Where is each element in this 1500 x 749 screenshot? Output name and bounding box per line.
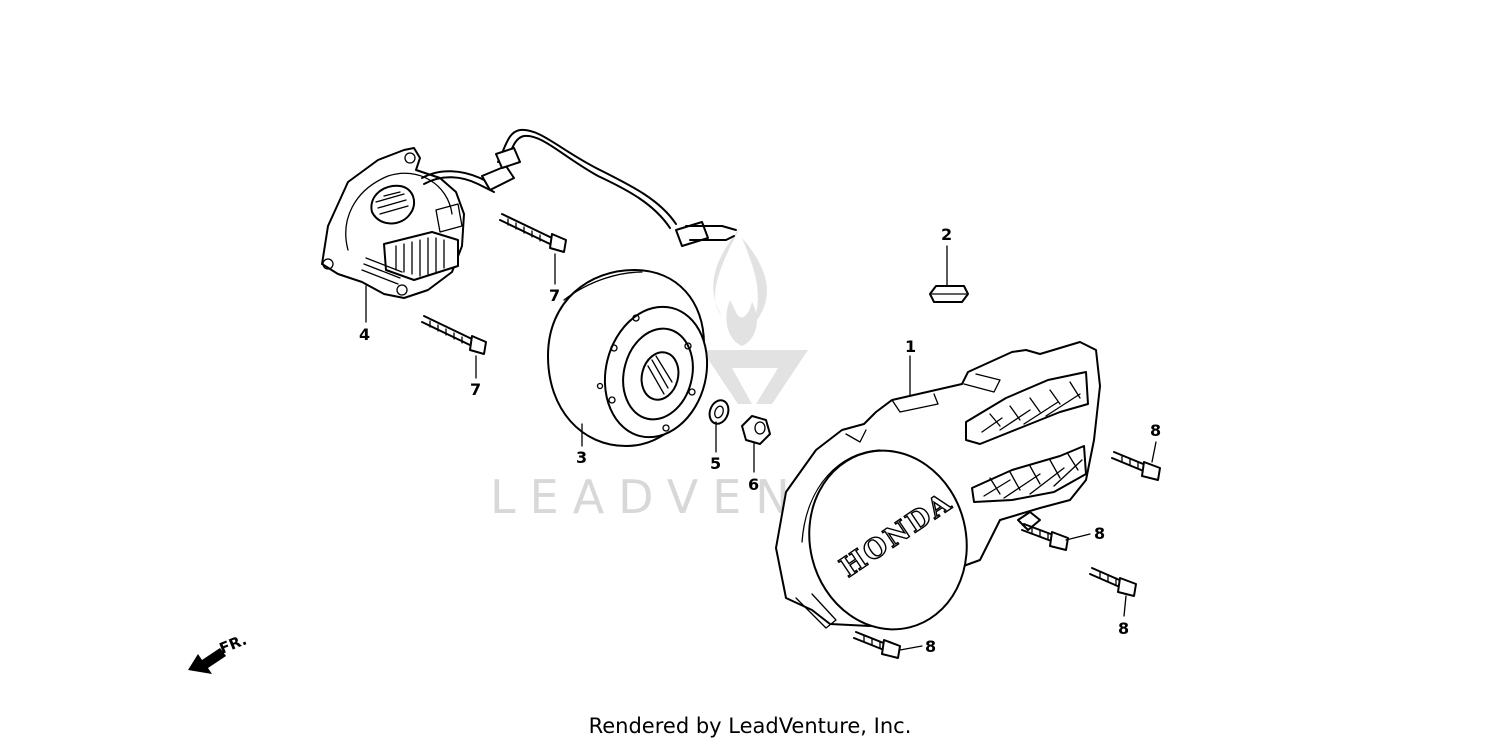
render-credit: Rendered by LeadVenture, Inc. xyxy=(588,714,912,738)
leader-lines xyxy=(365,245,1157,651)
callout-4: 4 xyxy=(359,325,370,344)
flywheel-part xyxy=(547,269,709,447)
callout-3: 3 xyxy=(576,448,587,467)
bolt-8-middle xyxy=(1021,523,1069,551)
nut-part xyxy=(741,415,771,445)
watermark-logo-icon xyxy=(702,228,808,404)
callout-8-lower-right: 8 xyxy=(1118,619,1129,638)
bolt-7-upper xyxy=(499,213,567,253)
callout-7-upper: 7 xyxy=(549,286,560,305)
callout-6: 6 xyxy=(748,475,759,494)
callout-8-bottom: 8 xyxy=(925,637,936,656)
stator-part xyxy=(321,128,737,299)
front-direction-indicator: FR. xyxy=(188,631,249,674)
grommet-part xyxy=(929,285,969,303)
bolt-8-lower-right xyxy=(1089,567,1137,597)
callout-5: 5 xyxy=(710,454,721,473)
bolt-8-bottom xyxy=(853,631,901,659)
bolt-7-lower xyxy=(421,315,487,355)
callout-1: 1 xyxy=(905,337,916,356)
callout-2: 2 xyxy=(941,225,952,244)
callout-8-middle: 8 xyxy=(1094,524,1105,543)
front-label: FR. xyxy=(217,631,250,658)
callout-8-upper-right: 8 xyxy=(1150,421,1161,440)
callout-labels: 1 2 3 4 5 6 7 7 8 8 8 8 xyxy=(359,225,1161,656)
bolt-8-upper-right xyxy=(1111,451,1161,481)
front-arrow-icon xyxy=(188,648,226,674)
callout-7-lower: 7 xyxy=(470,380,481,399)
washer-part xyxy=(708,399,730,425)
crankcase-cover-part: HONDA xyxy=(775,341,1101,631)
